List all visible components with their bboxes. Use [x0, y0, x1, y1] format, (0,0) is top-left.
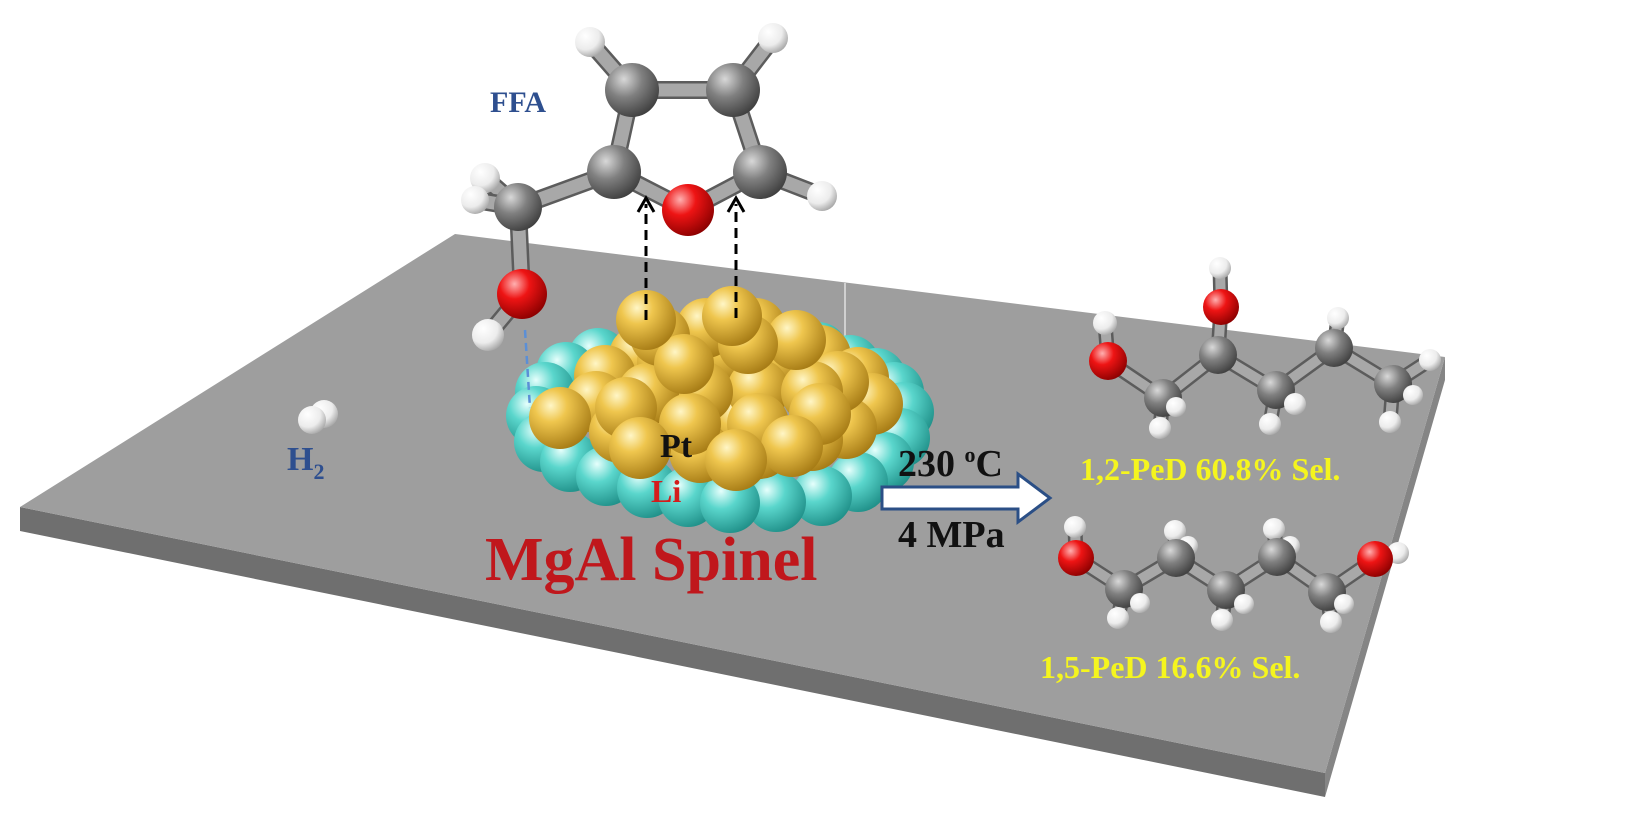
carbon-atom [1199, 336, 1237, 374]
pt-atom [529, 387, 591, 449]
adsorption-lines [523, 194, 746, 409]
pt-atom [654, 334, 714, 394]
carbon-atom [1157, 539, 1195, 577]
oxygen-atom [662, 184, 714, 236]
hydrogen-atom [1263, 518, 1285, 540]
carbon-atom [605, 63, 659, 117]
oh-interaction-line [523, 329, 532, 409]
hydrogen-atom [470, 163, 500, 193]
hydrogen-atom [461, 186, 489, 214]
oxygen-atom [1089, 342, 1127, 380]
temperature-degree: o [965, 442, 976, 467]
pt-atom [766, 310, 826, 370]
pt-label: Pt [660, 428, 693, 465]
temperature-label: 230 oC [898, 442, 1003, 485]
h2-molecule [298, 400, 338, 434]
carbon-atom [494, 183, 542, 231]
carbon-atom [733, 145, 787, 199]
hydrogen-atom [1209, 257, 1231, 279]
h2-label-main: H [287, 441, 313, 478]
ffa-molecule [461, 23, 837, 351]
hydrogen-atom [1164, 520, 1186, 542]
hydrogen-atom [1166, 397, 1186, 417]
slab-side-front [20, 507, 1325, 797]
hydrogen-atom [1327, 307, 1349, 329]
carbon-atom [1374, 365, 1412, 403]
carbon-atom [587, 145, 641, 199]
ring-arrow-head-right [726, 194, 746, 213]
oxygen-atom [1203, 289, 1239, 325]
pt-atom [705, 429, 767, 491]
ring-arrow-head-left [636, 194, 656, 213]
hydrogen-atom [807, 181, 837, 211]
hydrogen-atom [472, 319, 504, 351]
h2-label: H2 [287, 441, 324, 484]
hydrogen-atom [1130, 593, 1150, 613]
hydrogen-atom [758, 23, 788, 53]
hydrogen-atom [1211, 609, 1233, 631]
carbon-atom [1315, 329, 1353, 367]
hydrogen-atom [1379, 411, 1401, 433]
hydrogen-atom [1234, 594, 1254, 614]
hydrogen-atom [1284, 393, 1306, 415]
hydrogen-atom [575, 27, 605, 57]
pentanediol-12-molecule [1089, 257, 1441, 439]
ffa-label: FFA [490, 86, 546, 119]
pentanediol-15-molecule [1058, 516, 1409, 633]
carbon-atom [1258, 538, 1296, 576]
oxygen-atom [1357, 541, 1393, 577]
temperature-unit: C [976, 443, 1003, 485]
hydrogen-atom [1149, 417, 1171, 439]
pt-atom [659, 393, 721, 455]
hydrogen-atom [1107, 607, 1129, 629]
carbon-atom [706, 63, 760, 117]
hydrogen-atom [1093, 311, 1117, 335]
h2-label-sub: 2 [313, 459, 324, 484]
li-label: Li [651, 473, 681, 509]
li-atom [746, 472, 806, 532]
oxygen-atom [1058, 540, 1094, 576]
reaction-arrow [880, 471, 1053, 525]
product-15-label: 1,5-PeD 16.6% Sel. [1040, 649, 1300, 685]
hydrogen-atom [1419, 349, 1441, 371]
hydrogen-atom [1320, 611, 1342, 633]
pt-atom [702, 286, 762, 346]
oxygen-atom [497, 269, 547, 319]
pt-atom [609, 417, 671, 479]
hydrogen-atom [1259, 413, 1281, 435]
hydrogen-atom [298, 406, 326, 434]
hydrogen-atom [1064, 516, 1086, 538]
hydrogen-atom [1334, 594, 1354, 614]
hydrogen-atom [1403, 385, 1423, 405]
temperature-value: 230 [898, 443, 965, 485]
pt-atom [761, 415, 823, 477]
pt-cluster [529, 286, 903, 491]
slab-side-right [1325, 357, 1445, 797]
product-12-label: 1,2-PeD 60.8% Sel. [1080, 451, 1340, 487]
pressure-label: 4 MPa [898, 514, 1005, 556]
li-atom [792, 466, 852, 526]
support-label: MgAl Spinel [485, 526, 817, 594]
